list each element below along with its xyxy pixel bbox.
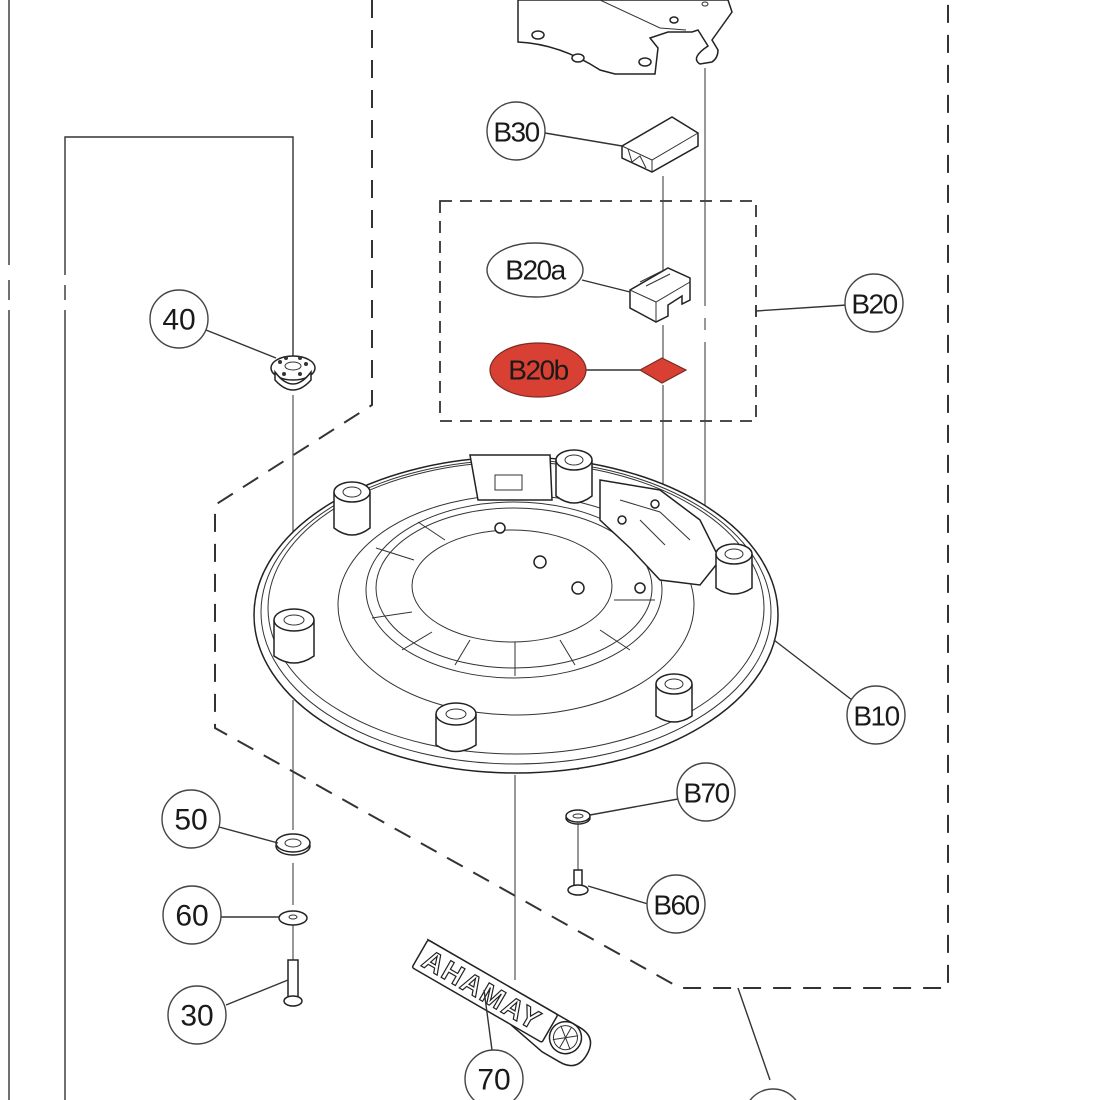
callout-label: 40 bbox=[162, 304, 195, 337]
callout-cutoff bbox=[749, 1088, 797, 1100]
base-post bbox=[655, 673, 693, 723]
part-b60-screw bbox=[567, 869, 589, 896]
part-b70-washer bbox=[565, 809, 591, 825]
callout-label: B20 bbox=[851, 289, 897, 320]
part-b20a-clip bbox=[629, 267, 691, 323]
callout-label: B30 bbox=[493, 117, 539, 148]
callout-label: B70 bbox=[683, 778, 729, 809]
callout-label: B20a bbox=[505, 255, 566, 286]
callout-30[interactable]: 30 bbox=[167, 985, 227, 1045]
base-post bbox=[435, 702, 477, 753]
callout-b30[interactable]: B30 bbox=[486, 101, 546, 161]
base-post bbox=[715, 543, 753, 595]
callout-b20b[interactable]: B20b bbox=[489, 342, 587, 398]
callout-label: B10 bbox=[853, 701, 899, 732]
callout-60[interactable]: 60 bbox=[162, 885, 222, 945]
part-60-washer bbox=[278, 910, 308, 926]
part-b30-block bbox=[621, 116, 699, 173]
callout-b60[interactable]: B60 bbox=[646, 874, 706, 934]
callout-label: B60 bbox=[653, 890, 699, 921]
b20-group-box bbox=[439, 200, 848, 422]
callout-b20[interactable]: B20 bbox=[844, 273, 904, 333]
callout-70[interactable]: 70 bbox=[464, 1049, 524, 1100]
callout-label: 50 bbox=[174, 804, 207, 837]
assembly-group-boundary bbox=[214, 0, 949, 1081]
callout-label: 30 bbox=[180, 1000, 213, 1033]
callout-40[interactable]: 40 bbox=[149, 289, 209, 349]
part-30-screw bbox=[283, 959, 303, 1007]
callout-label: 60 bbox=[175, 900, 208, 933]
part-b10-base-plate bbox=[253, 449, 779, 774]
callout-b20a[interactable]: B20a bbox=[486, 242, 584, 298]
base-post bbox=[273, 608, 315, 664]
logo-text: AHAMAY bbox=[417, 944, 547, 1037]
callout-50[interactable]: 50 bbox=[161, 789, 221, 849]
leader-lines bbox=[205, 132, 853, 1051]
callout-b70[interactable]: B70 bbox=[676, 762, 736, 822]
part-50-washer bbox=[275, 833, 311, 856]
part-40-cap bbox=[270, 355, 316, 391]
callout-label: 70 bbox=[477, 1064, 510, 1097]
top-bracket-plate bbox=[517, 0, 733, 75]
part-b20b-diamond bbox=[638, 357, 688, 384]
frame-lines bbox=[8, 0, 294, 1100]
callout-label: B20b bbox=[508, 355, 568, 386]
callout-b10[interactable]: B10 bbox=[846, 685, 906, 745]
base-post bbox=[333, 481, 371, 536]
base-post bbox=[555, 449, 593, 504]
